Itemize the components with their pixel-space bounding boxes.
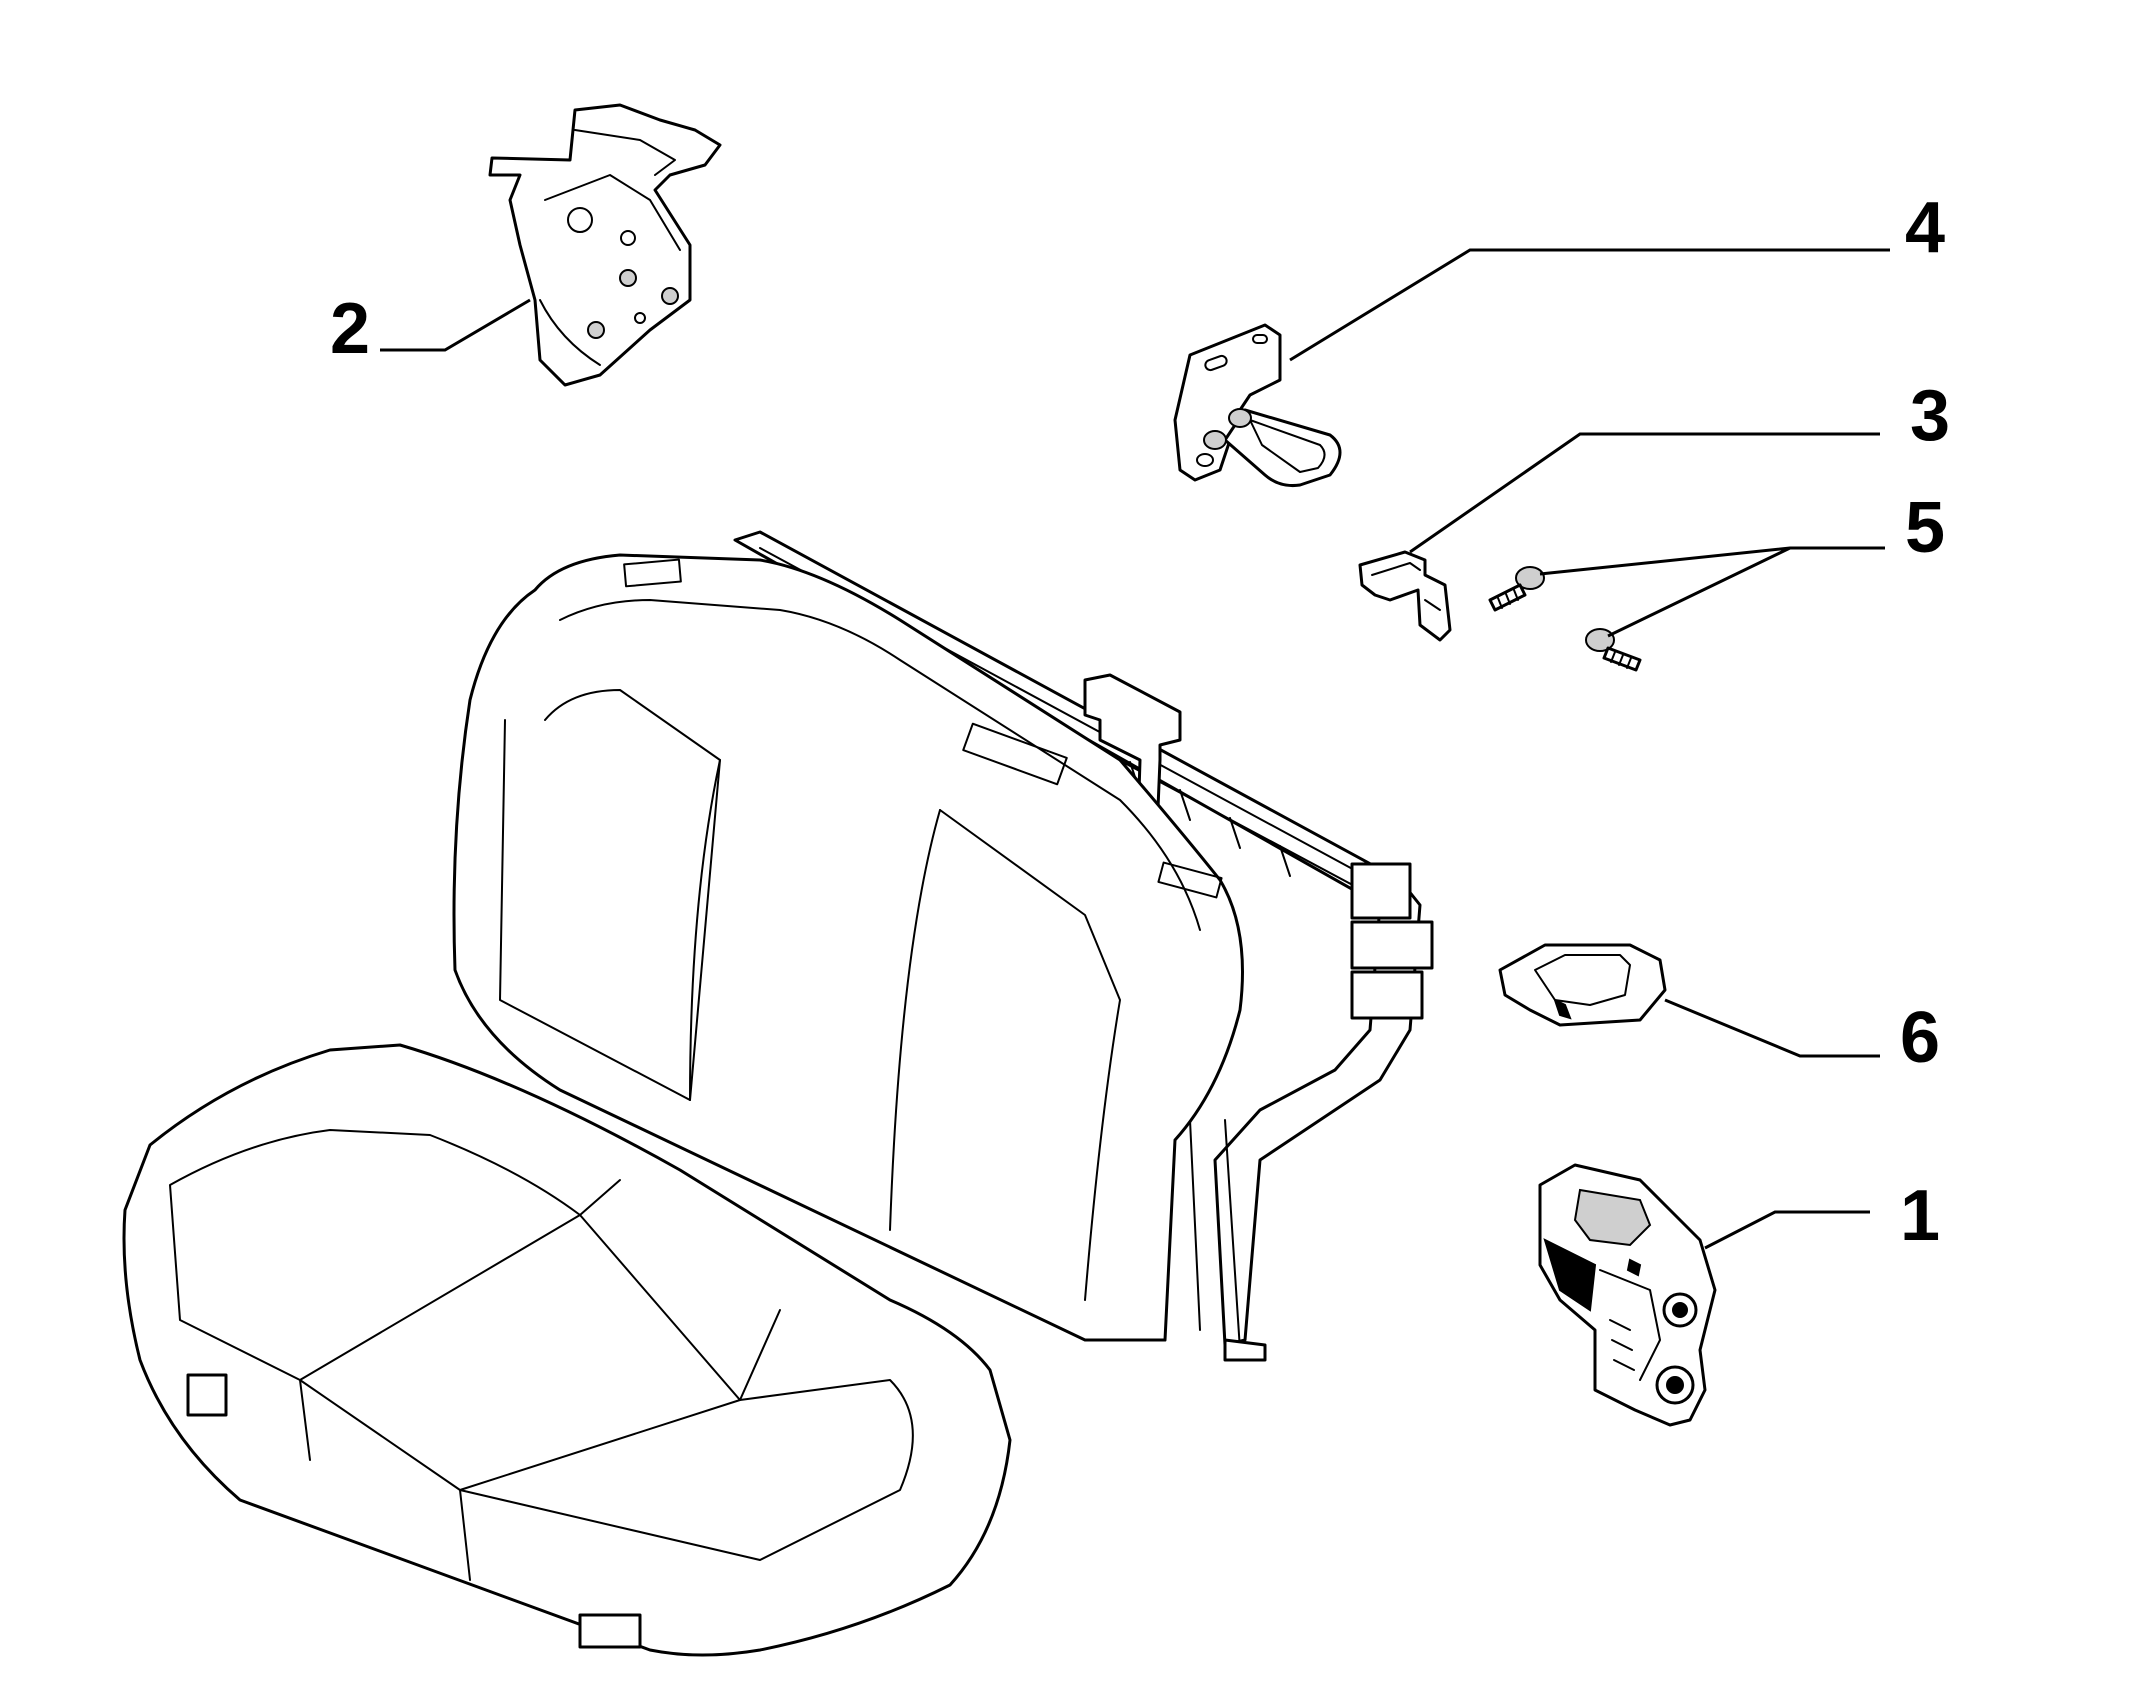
leader-line-4 bbox=[1289, 248, 1890, 362]
leader-line-2 bbox=[380, 298, 531, 352]
callout-4: 4 bbox=[1905, 188, 1945, 268]
backrest-cushion bbox=[452, 553, 1244, 1342]
seat-latch-part bbox=[1538, 1163, 1717, 1427]
latch-bezel-part bbox=[1498, 943, 1667, 1027]
screw-lower bbox=[1585, 628, 1642, 672]
leader-line-5 bbox=[1539, 546, 1885, 638]
callout-6: 6 bbox=[1900, 998, 1940, 1078]
callout-numbers: 1 2 3 4 5 6 bbox=[330, 188, 1950, 1256]
leader-lines bbox=[380, 248, 1890, 1250]
seat-assembly bbox=[122, 530, 1434, 1657]
callout-5: 5 bbox=[1905, 488, 1945, 568]
callout-3: 3 bbox=[1910, 376, 1950, 456]
callout-2: 2 bbox=[330, 289, 370, 369]
hinge-bracket-part bbox=[488, 103, 722, 387]
seat-cushion bbox=[122, 1043, 1012, 1657]
frame-block-middle bbox=[1350, 920, 1434, 970]
callout-1: 1 bbox=[1900, 1176, 1940, 1256]
frame-block-top bbox=[1350, 862, 1412, 920]
frame-block-lower bbox=[1350, 970, 1424, 1020]
leader-line-6 bbox=[1664, 998, 1880, 1058]
clip-bracket-part bbox=[1358, 550, 1452, 642]
screws-part bbox=[1488, 566, 1642, 672]
leader-line-3 bbox=[1409, 432, 1880, 554]
leader-line-1 bbox=[1704, 1210, 1870, 1250]
striker-loop-bracket-part bbox=[1173, 323, 1342, 487]
screw-upper bbox=[1488, 566, 1545, 612]
